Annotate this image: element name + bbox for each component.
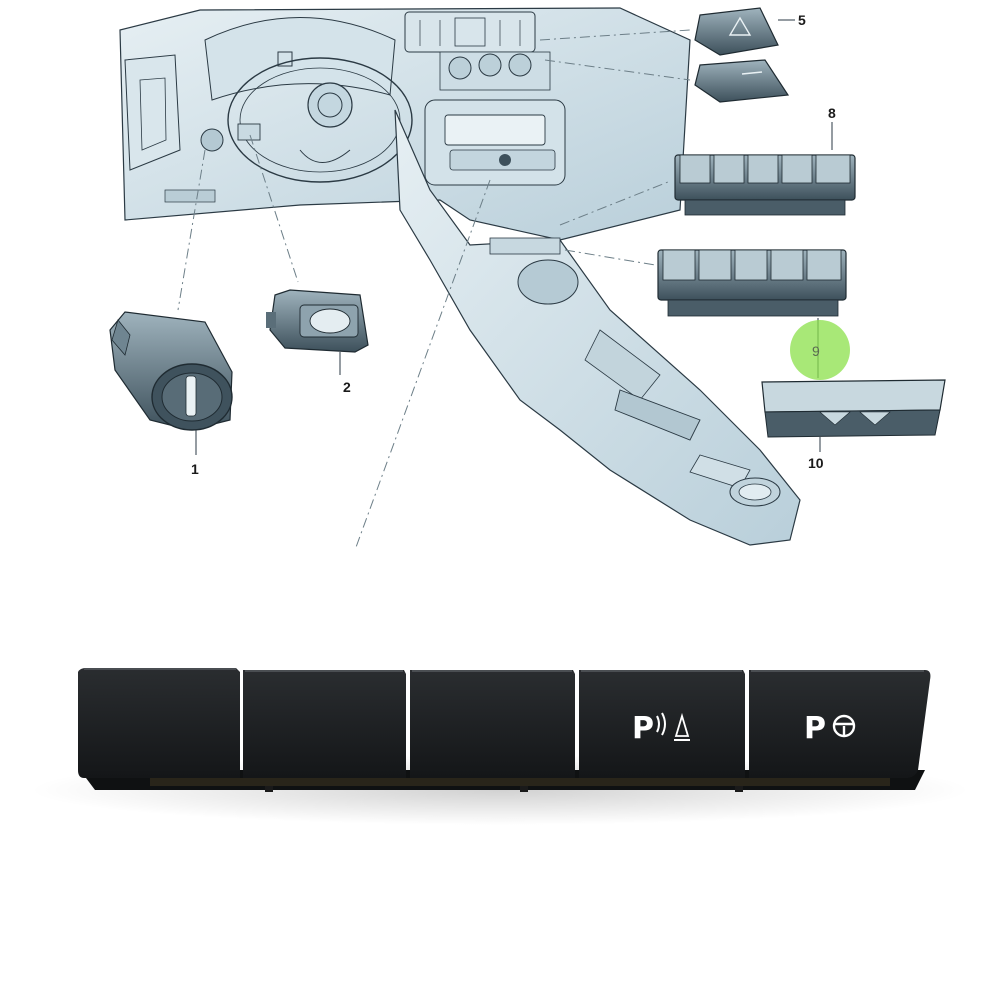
callout-10: 10: [808, 455, 824, 471]
part-9-switch-strip: [657, 249, 847, 378]
park-distance-label: P: [632, 711, 654, 746]
highlight-circle: [790, 320, 850, 380]
light-switch-location: [200, 128, 224, 152]
part-8-switch-strip: [674, 122, 856, 216]
leader-lines: [177, 29, 691, 551]
switch-panel-photo: P P: [30, 668, 970, 825]
dashboard-drawing: [119, 7, 801, 546]
steering-wheel: [227, 57, 413, 183]
callout-5: 5: [798, 12, 806, 28]
park-assist-label: P: [804, 711, 826, 746]
switch-button-park-distance[interactable]: P: [579, 670, 745, 778]
center-vents: [404, 11, 536, 53]
callout-2: 2: [343, 379, 351, 395]
part-2-dimmer-switch: [266, 289, 369, 375]
park-distance-sensor-icon: [656, 712, 690, 741]
callout-1: 1: [191, 461, 199, 477]
callout-9: 9: [812, 343, 820, 359]
dimmer-switch-location: [237, 123, 261, 141]
part-5-hazard-switch: [694, 7, 795, 103]
radio-unit: [424, 99, 566, 186]
switch-button-1[interactable]: [78, 668, 240, 778]
part-1-light-switch: [109, 311, 233, 455]
part-10-switch-strip: [761, 379, 946, 452]
switch-button-3[interactable]: [410, 670, 575, 778]
callout-8: 8: [828, 105, 836, 121]
left-vent-panel: [124, 54, 181, 171]
climate-knobs: [439, 51, 551, 91]
switch-button-park-assist[interactable]: P: [749, 670, 931, 778]
cup-holder: [517, 259, 579, 305]
park-steering-assist-icon: [832, 714, 856, 738]
gear-lever-area: [614, 389, 701, 441]
switch-button-2[interactable]: [243, 670, 406, 778]
